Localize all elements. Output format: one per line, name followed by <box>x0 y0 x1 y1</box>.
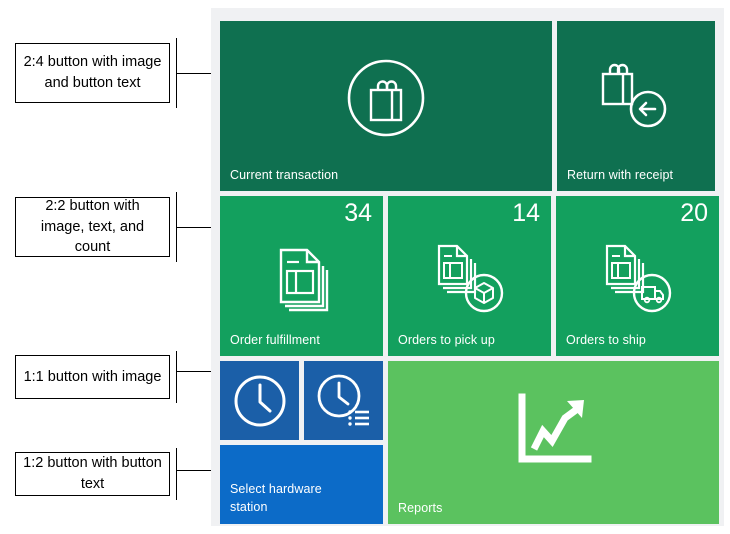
tile-select-hardware-station[interactable]: Select hardware station <box>220 445 383 524</box>
tile-label-return-with-receipt: Return with receipt <box>567 168 674 183</box>
chart-arrow-up-icon <box>388 386 719 478</box>
tile-count-orders-to-pick-up: 14 <box>512 199 540 227</box>
tile-label-reports: Reports <box>398 501 443 516</box>
tile-label-orders-to-ship: Orders to ship <box>566 333 646 348</box>
tile-reports[interactable]: Reports <box>388 361 719 524</box>
annotation-1x2-bracket <box>176 448 177 500</box>
documents-truck-icon <box>556 241 719 319</box>
annotation-2x2-text: 2:2 button with image, text, and count <box>40 198 145 256</box>
documents-package-icon <box>388 241 551 319</box>
annotation-1x1-text: 1:1 button with image <box>23 368 162 385</box>
annotation-1x2-button: 1:2 button with button text <box>15 452 170 496</box>
tile-label-current-transaction: Current transaction <box>230 168 339 183</box>
shopping-bag-return-icon <box>557 49 715 145</box>
tile-count-orders-to-ship: 20 <box>680 199 708 227</box>
tile-order-fulfillment[interactable]: 34 Order fulfillment <box>220 196 383 356</box>
tile-count-order-fulfillment: 34 <box>344 199 372 227</box>
annotation-2x4-button: 2:4 button with image and button text <box>15 43 170 103</box>
annotation-1x1-button: 1:1 button with image <box>15 355 170 399</box>
tile-label-select-hardware-station: Select hardware station <box>230 481 322 514</box>
annotation-2x2-button: 2:2 button with image, text, and count <box>15 197 170 257</box>
tile-return-with-receipt[interactable]: Return with receipt <box>557 21 715 191</box>
clock-icon <box>220 361 299 440</box>
annotation-2x2-leader <box>176 227 234 228</box>
clock-list-icon <box>304 361 383 440</box>
annotation-1x1-leader <box>176 371 234 372</box>
tile-orders-to-ship[interactable]: 20 Orders to ship <box>556 196 719 356</box>
annotation-1x1-bracket <box>176 351 177 403</box>
tile-clock-list[interactable] <box>304 361 383 440</box>
tile-orders-to-pick-up[interactable]: 14 Orders to pick up <box>388 196 551 356</box>
annotation-2x4-leader <box>176 73 234 74</box>
annotation-2x4-text: 2:4 button with image and button text <box>23 54 162 91</box>
documents-stack-icon <box>220 244 383 316</box>
tile-label-order-fulfillment: Order fulfillment <box>230 333 320 348</box>
tile-label-orders-to-pick-up: Orders to pick up <box>398 333 495 348</box>
tile-current-transaction[interactable]: Current transaction <box>220 21 552 191</box>
tile-clock[interactable] <box>220 361 299 440</box>
tile-canvas: Current transaction Return with receipt … <box>211 8 724 526</box>
annotation-1x2-leader <box>176 470 234 471</box>
annotation-1x2-text: 1:2 button with button text <box>23 455 162 492</box>
shopping-bag-circle-icon <box>220 43 552 153</box>
